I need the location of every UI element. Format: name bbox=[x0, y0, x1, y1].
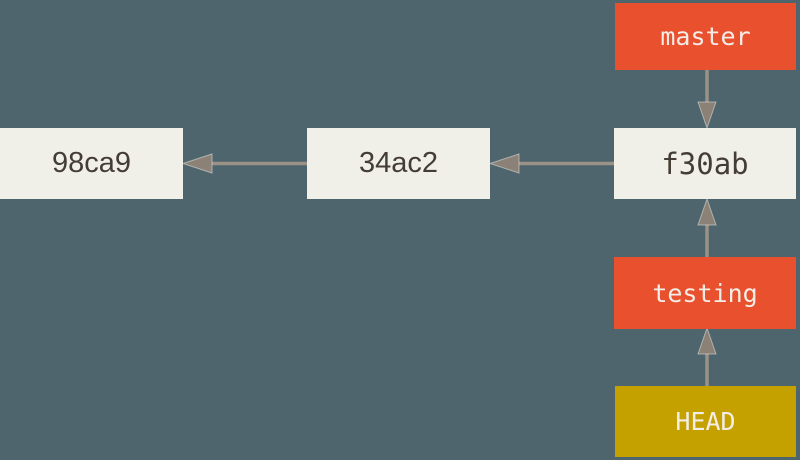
commit-id-label: 34ac2 bbox=[358, 147, 438, 179]
commit-id-label: f30ab bbox=[661, 146, 749, 181]
commit-node-f30ab: f30ab bbox=[614, 128, 796, 199]
branch-ref-label: master bbox=[660, 22, 751, 51]
commit-id-label: 98ca9 bbox=[51, 147, 131, 179]
head-ref-label: HEAD bbox=[675, 407, 736, 436]
commit-node-98ca9: 98ca9 bbox=[0, 128, 183, 199]
arrow-testing-to-f30ab bbox=[697, 197, 717, 257]
head-ref: HEAD bbox=[615, 386, 796, 457]
arrow-f30ab-to-34ac2 bbox=[488, 153, 614, 174]
arrow-head-to-testing bbox=[697, 326, 717, 386]
commit-node-34ac2: 34ac2 bbox=[307, 128, 490, 199]
branch-ref-label: testing bbox=[652, 278, 758, 308]
branch-ref-master: master bbox=[615, 3, 796, 70]
arrow-34ac2-to-98ca9 bbox=[181, 153, 307, 174]
arrow-master-to-f30ab bbox=[697, 70, 717, 130]
branch-ref-testing: testing bbox=[614, 257, 796, 329]
